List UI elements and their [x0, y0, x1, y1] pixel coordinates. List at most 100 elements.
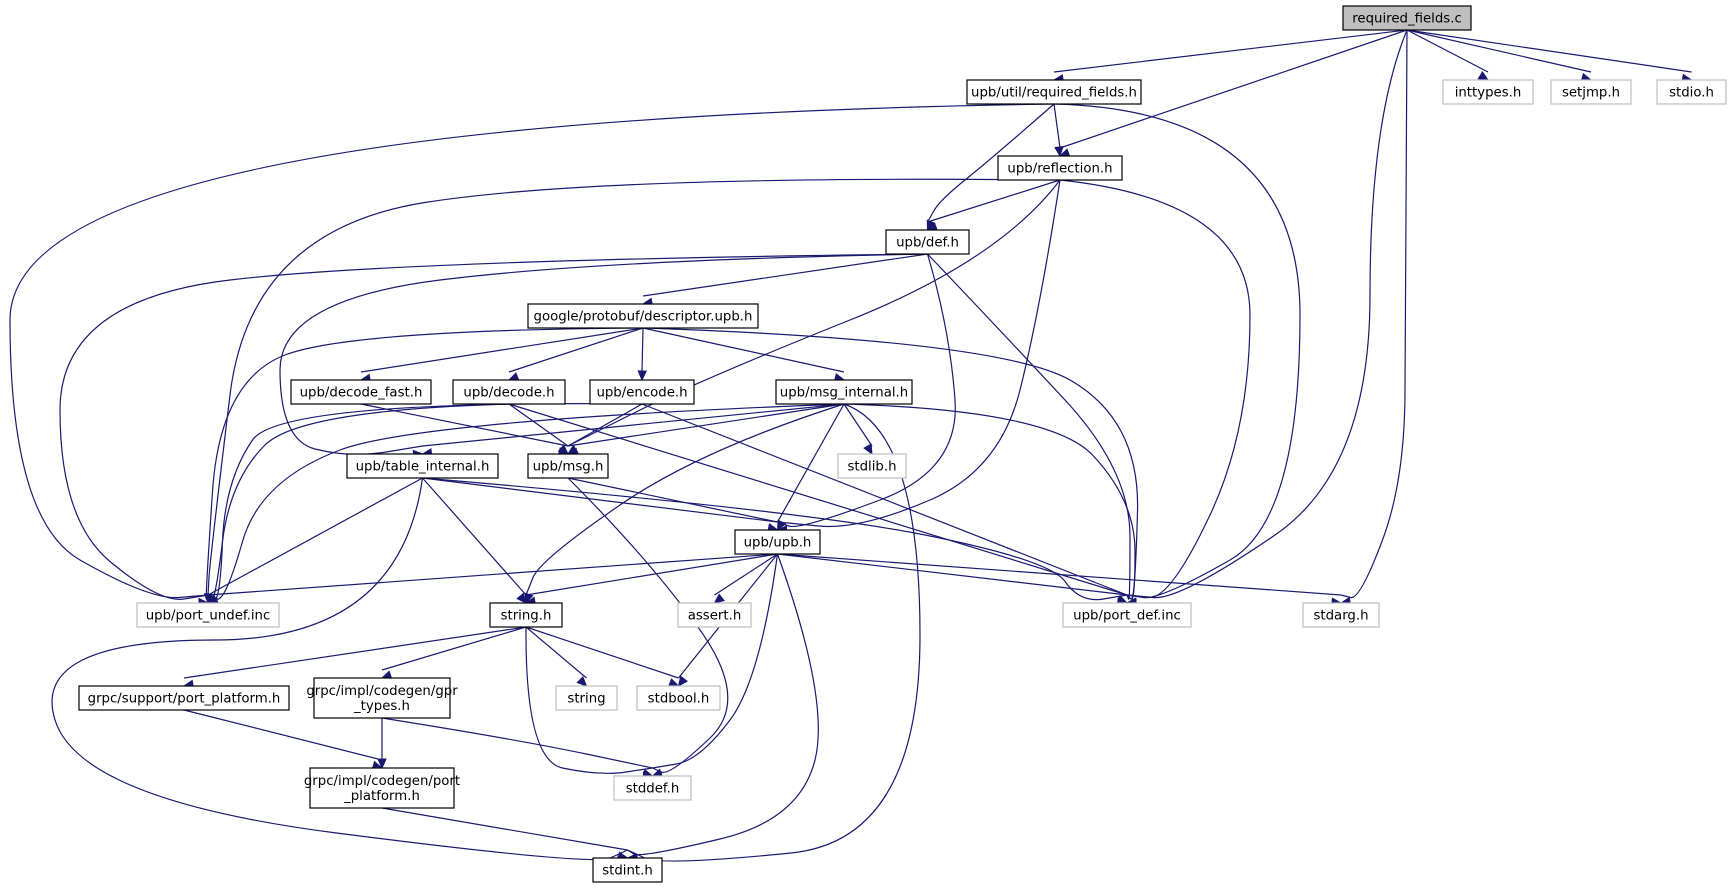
node-label: stdlib.h [847, 460, 896, 475]
node-assert_h: assert.h [677, 602, 752, 628]
arrowhead-upb_decode_h-to-upb_msg_h [557, 444, 569, 455]
node-box [613, 775, 692, 801]
edge-grpc_support_port_platform_h-to-grpc_impl_codegen_port_platform_h [183, 709, 383, 761]
node-label: assert.h [688, 609, 742, 624]
node-grpc_impl_codegen_gpr_types_h[interactable]: grpc/impl/codegen/gpr_types.h [306, 677, 458, 719]
edge-upb_decode_fast_h-to-upb_msg_h [360, 403, 569, 447]
edge-google_protobuf_descriptor_upb_h-to-upb_encode_h [641, 327, 644, 373]
node-upb_table_internal_h[interactable]: upb/table_internal.h [346, 453, 499, 479]
node-box [775, 379, 913, 405]
node-box [677, 602, 752, 628]
node-box [489, 602, 563, 628]
edge-required_fields_c-to-upb_port_def_inc [1126, 29, 1408, 599]
node-box [309, 767, 455, 809]
node-label: required_fields.c [1352, 12, 1462, 27]
node-label: upb/reflection.h [1007, 162, 1112, 177]
node-google_protobuf_descriptor_upb_h[interactable]: google/protobuf/descriptor.upb.h [527, 303, 759, 329]
node-box [592, 857, 663, 883]
node-box [1062, 602, 1192, 628]
node-upb_upb_h[interactable]: upb/upb.h [734, 529, 821, 555]
node-label: upb/msg.h [533, 460, 604, 475]
edge-upb_reflection_h-to-upb_port_undef_inc [207, 178, 1061, 596]
edge-required_fields_c-to-setjmp_h [1406, 29, 1592, 73]
node-grpc_support_port_platform_h[interactable]: grpc/support/port_platform.h [78, 685, 290, 711]
edge-upb_def_h-to-upb_upb_h [777, 253, 956, 528]
edge-upb_upb_h-to-upb_port_def_inc [777, 553, 1128, 596]
edge-upb_msg_internal_h-to-upb_port_undef_inc [207, 403, 845, 600]
node-label: upb/decode.h [463, 386, 554, 401]
node-stdlib_h: stdlib.h [837, 453, 907, 479]
node-box [1656, 79, 1727, 105]
node-label: stdbool.h [648, 692, 710, 707]
edge-upb_msg_internal_h-to-stdlib_h [843, 403, 873, 447]
node-label: _platform.h [343, 789, 420, 804]
edge-upb_table_internal_h-to-upb_port_undef_inc [207, 477, 423, 596]
edge-upb_upb_h-to-upb_port_undef_inc [207, 553, 778, 596]
node-upb_decode_h[interactable]: upb/decode.h [452, 379, 566, 405]
edge-google_protobuf_descriptor_upb_h-to-upb_port_def_inc [642, 327, 1139, 600]
edge-required_fields_c-to-inttypes_h [1406, 29, 1489, 73]
node-box [452, 379, 566, 405]
arrowhead-upb_upb_h-to-assert_h [713, 593, 725, 604]
edge-upb_table_internal_h-to-string_h [422, 477, 527, 596]
edge-upb_upb_h-to-stdarg_h [777, 553, 1342, 596]
edge-upb_msg_internal_h-to-upb_table_internal_h [422, 403, 845, 447]
edge-grpc_impl_codegen_port_platform_h-to-stdint_h [381, 807, 628, 851]
node-stddef_h: stddef.h [613, 775, 692, 801]
node-label: upb/decode_fast.h [300, 386, 423, 401]
node-box [997, 155, 1123, 181]
node-box [527, 303, 759, 329]
arrowhead-string_h-to-stdbool_h [667, 678, 680, 688]
edge-upb_upb_h-to-stddef_h [652, 553, 779, 769]
edge-upb_encode_h-to-upb_port_def_inc [641, 403, 1128, 596]
edge-google_protobuf_descriptor_upb_h-to-upb_decode_h [508, 327, 644, 373]
edge-upb_reflection_h-to-upb_def_h [927, 179, 1061, 223]
edge-grpc_impl_codegen_gpr_types_h-to-stddef_h [381, 717, 653, 769]
node-upb_decode_fast_h[interactable]: upb/decode_fast.h [290, 379, 432, 405]
edge-upb_encode_h-to-upb_msg_h [567, 403, 643, 447]
node-upb_util_required_fields_h[interactable]: upb/util/required_fields.h [966, 79, 1142, 105]
node-label: string [567, 692, 605, 707]
node-upb_msg_h[interactable]: upb/msg.h [527, 453, 609, 479]
edge-upb_util_required_fields_h-to-upb_reflection_h [1053, 103, 1061, 149]
node-upb_encode_h[interactable]: upb/encode.h [589, 379, 695, 405]
node-label: upb/encode.h [596, 386, 687, 401]
node-upb_msg_internal_h[interactable]: upb/msg_internal.h [775, 379, 913, 405]
node-label: stdio.h [1669, 86, 1714, 101]
node-box [734, 529, 821, 555]
edge-upb_msg_internal_h-to-upb_port_def_inc [843, 403, 1136, 600]
node-upb_reflection_h[interactable]: upb/reflection.h [997, 155, 1123, 181]
node-inttypes_h: inttypes.h [1442, 79, 1534, 105]
node-label: upb/port_def.inc [1073, 609, 1181, 624]
node-box [290, 379, 432, 405]
node-upb_port_undef_inc: upb/port_undef.inc [136, 602, 280, 628]
edge-upb_def_h-to-upb_table_internal_h [279, 253, 928, 455]
edge-upb_table_internal_h-to-stdint_h [51, 477, 628, 861]
arrowhead-google_protobuf_descriptor_upb_h-to-upb_encode_h [637, 370, 647, 382]
arrowhead-upb_table_internal_h-to-string_h [516, 592, 527, 604]
node-box [346, 453, 499, 479]
node-grpc_impl_codegen_port_platform_h[interactable]: grpc/impl/codegen/port_platform.h [304, 767, 460, 809]
edge-required_fields_c-to-upb_util_required_fields_h [1053, 29, 1408, 73]
arrowhead-upb_util_required_fields_h-to-upb_reflection_h [1054, 146, 1064, 158]
arrowhead-grpc_impl_codegen_gpr_types_h-to-grpc_impl_codegen_port_platform_h [377, 758, 387, 770]
node-box [136, 602, 280, 628]
node-box [885, 229, 970, 255]
node-stdint_h[interactable]: stdint.h [592, 857, 663, 883]
node-required_fields_c[interactable]: required_fields.c [1342, 5, 1472, 31]
node-string_h[interactable]: string.h [489, 602, 563, 628]
edge-google_protobuf_descriptor_upb_h-to-upb_decode_fast_h [360, 327, 644, 373]
edge-upb_upb_h-to-assert_h [714, 553, 778, 596]
node-box [1550, 79, 1632, 105]
node-stdarg_h: stdarg.h [1302, 602, 1380, 628]
node-upb_def_h[interactable]: upb/def.h [885, 229, 970, 255]
edge-upb_decode_h-to-upb_msg_h [508, 403, 569, 447]
edge-upb_util_required_fields_h-to-upb_port_def_inc [1053, 103, 1301, 599]
node-box [1302, 602, 1380, 628]
node-label: stddef.h [626, 782, 680, 797]
arrowhead-string_h-to-string [576, 675, 588, 687]
node-box [1442, 79, 1534, 105]
node-label: upb/msg_internal.h [780, 386, 908, 401]
node-stdbool_h: stdbool.h [636, 685, 721, 711]
